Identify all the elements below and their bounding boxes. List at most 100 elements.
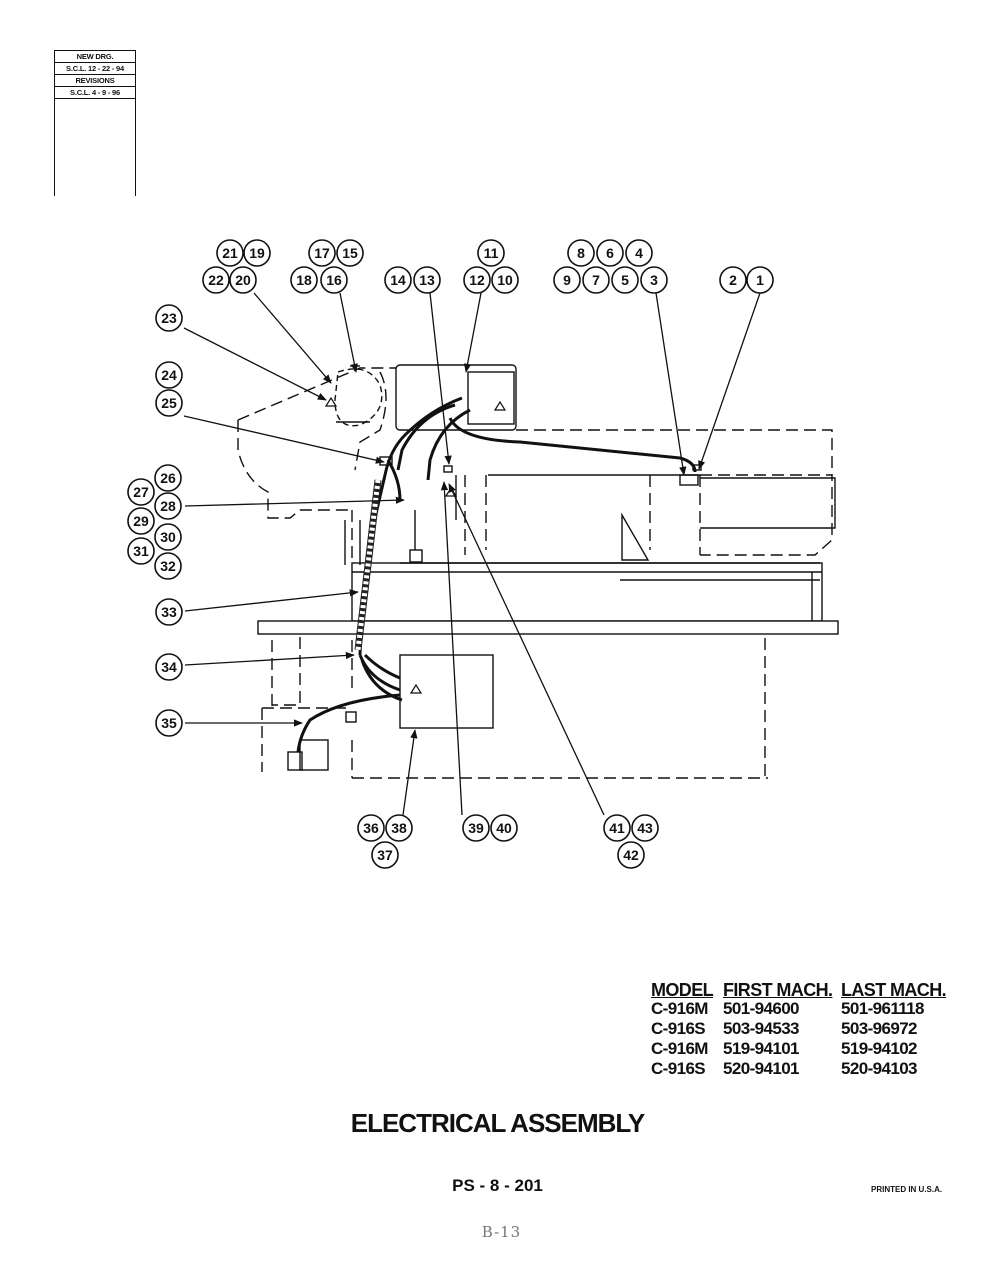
callout-27: 27 bbox=[127, 478, 155, 506]
callout-6: 6 bbox=[596, 239, 624, 267]
callout-14: 14 bbox=[384, 266, 412, 294]
callout-number: 3 bbox=[650, 272, 658, 288]
revision-block: NEW DRG. S.C.L. 12 - 22 - 94 REVISIONS S… bbox=[54, 50, 136, 196]
page-title: ELECTRICAL ASSEMBLY bbox=[350, 1108, 646, 1138]
callout-35: 35 bbox=[155, 709, 183, 737]
callout-number: 27 bbox=[133, 484, 149, 500]
callout-number: 25 bbox=[161, 395, 177, 411]
callout-number: 35 bbox=[161, 715, 177, 731]
machine-outline bbox=[237, 364, 839, 779]
model-cell: C-916S bbox=[651, 1019, 706, 1038]
first-mach-cell: 501-94600 bbox=[723, 999, 800, 1018]
callout-18: 18 bbox=[290, 266, 318, 294]
first-mach-cell: 519-94101 bbox=[723, 1039, 800, 1058]
callout-12: 12 bbox=[463, 266, 491, 294]
last-mach-cell: 503-96972 bbox=[841, 1019, 918, 1038]
callout-number: 24 bbox=[161, 367, 177, 383]
callout-40: 40 bbox=[490, 814, 518, 842]
last-mach-cell: 501-961118 bbox=[841, 999, 924, 1018]
callout-number: 16 bbox=[326, 272, 342, 288]
callout-number: 28 bbox=[160, 498, 176, 514]
callout-22: 22 bbox=[202, 266, 230, 294]
callout-number: 14 bbox=[390, 272, 406, 288]
callout-number: 29 bbox=[133, 513, 149, 529]
handwritten-page-note: B-13 bbox=[481, 1223, 522, 1241]
warning-triangle-icon bbox=[409, 683, 423, 694]
callout-13: 13 bbox=[413, 266, 441, 294]
callout-5: 5 bbox=[611, 266, 639, 294]
model-cell: C-916M bbox=[651, 999, 708, 1018]
revision-date: S.C.L. 4 - 9 - 96 bbox=[55, 86, 135, 99]
table-row: C-916S 503-94533 503-96972 bbox=[651, 1019, 946, 1039]
callout-28: 28 bbox=[154, 492, 182, 520]
warning-triangle-icons bbox=[324, 396, 507, 694]
callout-36: 36 bbox=[357, 814, 385, 842]
callout-number: 36 bbox=[363, 820, 379, 836]
callout-19: 19 bbox=[243, 239, 271, 267]
callout-number: 13 bbox=[419, 272, 435, 288]
callout-number: 6 bbox=[606, 245, 614, 261]
callout-number: 7 bbox=[592, 272, 600, 288]
model-column-header: MODEL bbox=[651, 980, 714, 1000]
callout-number: 41 bbox=[609, 820, 625, 836]
callout-number: 11 bbox=[484, 245, 499, 261]
model-table-header-row: MODEL FIRST MACH. LAST MACH. bbox=[651, 980, 947, 1000]
callout-39: 39 bbox=[462, 814, 490, 842]
callout-number: 4 bbox=[635, 245, 643, 261]
callout-29: 29 bbox=[127, 507, 155, 535]
first-mach-cell: 520-94101 bbox=[723, 1059, 800, 1078]
warning-triangle-icon bbox=[324, 396, 338, 407]
callout-number: 22 bbox=[208, 272, 224, 288]
cables bbox=[296, 396, 697, 753]
table-row: C-916S 520-94101 520-94103 bbox=[651, 1059, 946, 1079]
table-row: C-916M 519-94101 519-94102 bbox=[651, 1039, 946, 1059]
callout-15: 15 bbox=[336, 239, 364, 267]
callout-23: 23 bbox=[155, 304, 183, 332]
callout-number: 23 bbox=[161, 310, 177, 326]
callout-1: 1 bbox=[746, 266, 774, 294]
callout-11: 11 bbox=[477, 239, 505, 267]
callout-32: 32 bbox=[154, 552, 182, 580]
callout-31: 31 bbox=[127, 537, 155, 565]
table-row: C-916M 501-94600 501-961118 bbox=[651, 999, 946, 1019]
revision-new-drg-label: NEW DRG. bbox=[55, 50, 135, 62]
callout-3: 3 bbox=[640, 266, 668, 294]
callout-37: 37 bbox=[371, 841, 399, 869]
callout-number: 15 bbox=[342, 245, 358, 261]
callout-43: 43 bbox=[631, 814, 659, 842]
electrical-assembly-diagram: 21 19 22 20 17 15 18 16 14 13 11 12 10 8… bbox=[127, 239, 839, 869]
last-mach-column-header: LAST MACH. bbox=[841, 980, 947, 1000]
first-mach-cell: 503-94533 bbox=[723, 1019, 800, 1038]
callout-number: 21 bbox=[222, 245, 238, 261]
model-cell: C-916M bbox=[651, 1039, 708, 1058]
callout-number: 37 bbox=[377, 847, 393, 863]
callout-number: 43 bbox=[637, 820, 653, 836]
callout-number: 30 bbox=[160, 529, 176, 545]
callout-number: 1 bbox=[756, 272, 764, 288]
callout-number: 19 bbox=[249, 245, 265, 261]
last-mach-cell: 520-94103 bbox=[841, 1059, 918, 1078]
callout-number: 32 bbox=[160, 558, 176, 574]
callout-10: 10 bbox=[491, 266, 519, 294]
callout-number: 18 bbox=[296, 272, 312, 288]
callout-8: 8 bbox=[567, 239, 595, 267]
last-mach-cell: 519-94102 bbox=[841, 1039, 918, 1058]
callout-number: 31 bbox=[133, 543, 149, 559]
callout-number: 12 bbox=[469, 272, 485, 288]
revision-new-drg-date: S.C.L. 12 - 22 - 94 bbox=[55, 62, 135, 74]
callout-number: 9 bbox=[563, 272, 571, 288]
callout-number: 10 bbox=[497, 272, 513, 288]
callout-34: 34 bbox=[155, 653, 183, 681]
callout-4: 4 bbox=[625, 239, 653, 267]
callout-20: 20 bbox=[229, 266, 257, 294]
warning-triangle-icon bbox=[493, 400, 507, 411]
model-table: MODEL FIRST MACH. LAST MACH. C-916M 501-… bbox=[651, 981, 951, 1079]
callout-42: 42 bbox=[617, 841, 645, 869]
callout-16: 16 bbox=[320, 266, 348, 294]
callout-38: 38 bbox=[385, 814, 413, 842]
callout-number: 40 bbox=[496, 820, 512, 836]
callout-balloons: 21 19 22 20 17 15 18 16 14 13 11 12 10 8… bbox=[127, 239, 774, 869]
callout-7: 7 bbox=[582, 266, 610, 294]
callout-21: 21 bbox=[216, 239, 244, 267]
callout-number: 17 bbox=[314, 245, 330, 261]
